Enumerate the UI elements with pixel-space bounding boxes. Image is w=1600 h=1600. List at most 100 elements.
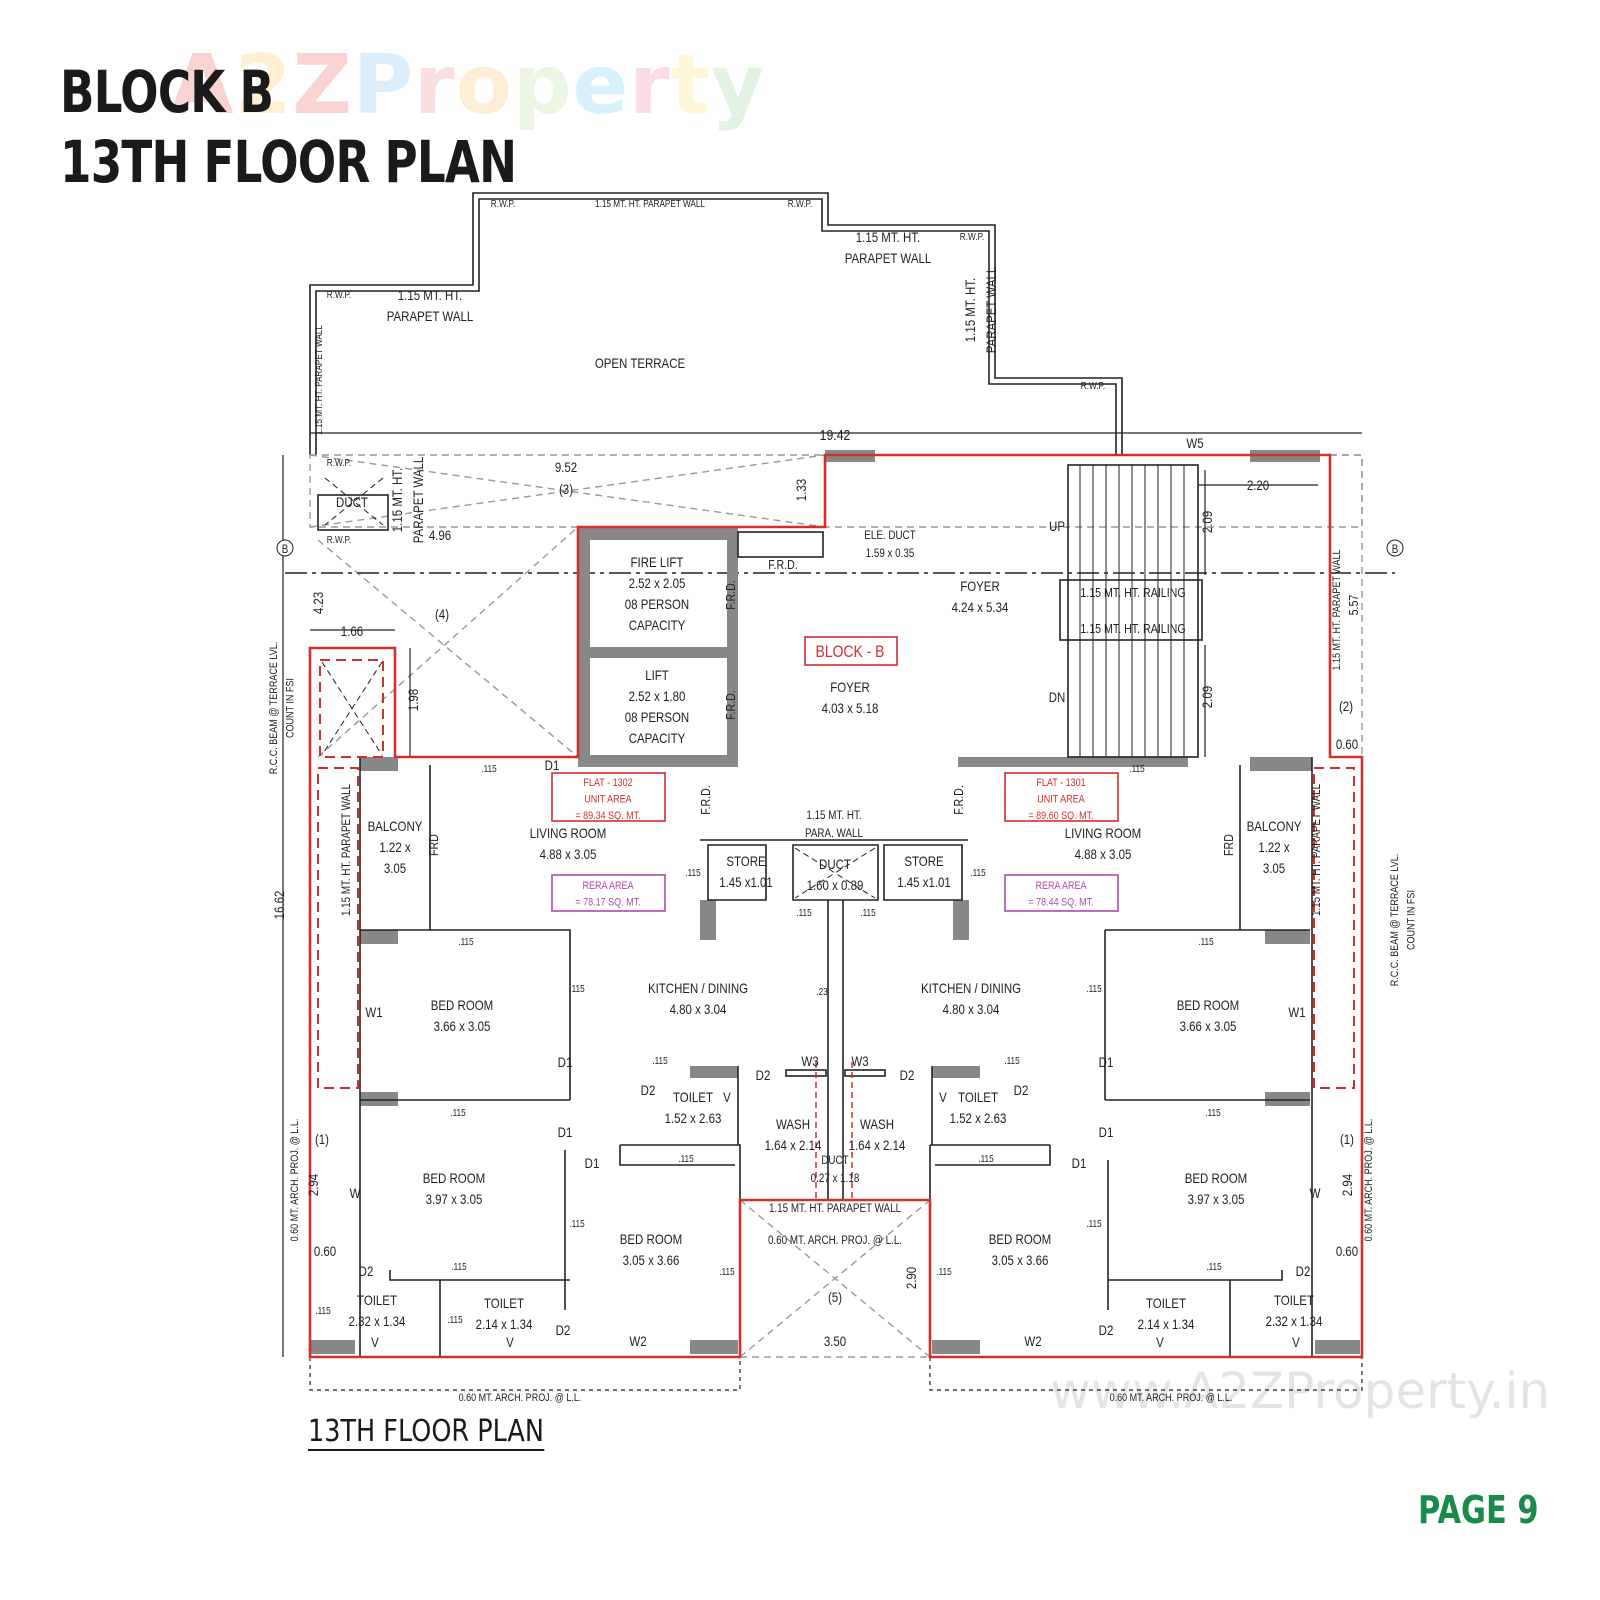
label-line: W2	[629, 1333, 646, 1349]
label-line: F.R.D.	[723, 690, 738, 720]
label-line: (5)	[828, 1289, 842, 1305]
label-rwp1: R.W.P.	[491, 198, 515, 209]
rera-1302-box	[551, 874, 666, 912]
label-line: BED ROOM	[1177, 997, 1239, 1013]
label-line: UNIT AREA	[1037, 794, 1085, 806]
label-d2-c: D2	[641, 1082, 656, 1098]
label-v-f: V	[1292, 1334, 1300, 1350]
label-line: 0.60	[1336, 736, 1358, 752]
label-line: F.R.D.	[698, 785, 713, 815]
rera-1301-box	[1004, 874, 1119, 912]
label-line: 2.20	[1247, 477, 1269, 493]
label-t115-16: .115	[978, 1153, 993, 1164]
label-line: UNIT AREA	[584, 794, 632, 806]
label-bed1-r: BED ROOM 3.66 x 3.05	[1177, 997, 1239, 1034]
label-line: PARAPET WALL	[983, 267, 999, 354]
label-line: 3.05	[1263, 860, 1285, 876]
label-dim-1662: 16.62	[271, 891, 287, 920]
watermark-letter: e	[572, 38, 630, 133]
label-line: .115	[1129, 763, 1144, 774]
label-line: W3	[851, 1053, 868, 1069]
label-zone2: (2)	[1339, 698, 1353, 714]
label-line: 2.32 x 1.34	[1266, 1313, 1323, 1329]
label-line: D2	[1014, 1082, 1029, 1098]
label-line: .115	[569, 1218, 584, 1229]
label-line: 0.27 x 1.18	[811, 1172, 860, 1185]
label-line: .115	[978, 1153, 993, 1164]
label-d2-d: D2	[1014, 1082, 1029, 1098]
label-line: RERA AREA	[1035, 880, 1086, 892]
label-line: 1.15 MT. HT.	[856, 229, 920, 245]
label-line: 2.94	[305, 1174, 321, 1196]
label-line: .115	[458, 936, 473, 947]
label-line: .115	[450, 1107, 465, 1118]
label-line: LIVING ROOM	[530, 825, 607, 841]
label-line: 1.15 MT. HT. PARAPET WALL	[769, 1202, 901, 1215]
label-v-b: V	[939, 1089, 947, 1105]
label-d1-a: D1	[545, 757, 560, 773]
label-line: 4.88 x 3.05	[1075, 846, 1132, 862]
label-rwp5: R.W.P.	[1081, 380, 1105, 391]
label-line: KITCHEN / DINING	[921, 980, 1021, 996]
label-line: = 89.60 SQ. MT.	[1028, 810, 1093, 822]
label-line: .115	[678, 1153, 693, 1164]
interior-walls	[317, 464, 1313, 1357]
label-line: 1.66	[341, 623, 363, 639]
label-line: CAPACITY	[629, 730, 686, 746]
label-line: D1	[558, 1054, 573, 1070]
label-line: 1.15 MT. HT.	[962, 278, 978, 342]
label-t115-9: .115	[569, 983, 584, 994]
label-dn: DN	[1049, 689, 1066, 705]
label-line: 0.60	[1336, 1243, 1358, 1259]
label-line: 0.60 MT. ARCH. PROJ. @ L.L.	[1363, 1119, 1375, 1242]
label-line: 1.15 MT. HT.	[398, 287, 462, 303]
label-parapet-top: 1.15 MT. HT. PARAPET WALL	[595, 198, 705, 209]
label-line: LIFT	[645, 667, 669, 683]
label-line: 0.60 MT. ARCH. PROJ. @ L.L.	[768, 1234, 902, 1247]
label-arch-v-l: 0.60 MT. ARCH. PROJ. @ L.L.	[289, 1119, 301, 1242]
label-line: 1.15 MT. HT. PARAPET WALL	[313, 325, 324, 435]
label-w-r: W	[1310, 1185, 1322, 1201]
label-line: 2.14 x 1.34	[1138, 1316, 1195, 1332]
terrace-parapet	[309, 192, 1123, 455]
label-t115-11: .115	[652, 1055, 667, 1066]
label-line: 3.50	[824, 1333, 846, 1349]
label-frd-l: F.R.D.	[698, 785, 713, 815]
label-line: D2	[556, 1322, 571, 1338]
label-d2-e: D2	[359, 1263, 374, 1279]
label-rera-1302: RERA AREA= 78.17 SQ. MT.	[575, 880, 640, 909]
core-walls	[310, 450, 1360, 1354]
label-line: 2.52 x 1.80	[629, 688, 686, 704]
label-line: 5.57	[1346, 595, 1361, 616]
label-dim-209a: 2.09	[1199, 511, 1215, 533]
label-dim-294-l: 2.94	[305, 1174, 321, 1196]
label-line: 1.22 x	[379, 839, 411, 855]
label-line: R.W.P.	[788, 198, 812, 209]
label-line: V	[371, 1334, 379, 1350]
label-frd-bal-r: FRD	[1221, 834, 1236, 856]
label-t115-3: .115	[685, 867, 700, 878]
label-line: FIRE LIFT	[631, 554, 684, 570]
label-line: 1.52 x 2.63	[950, 1110, 1007, 1126]
label-line: 1.60 x 0.89	[807, 877, 864, 893]
label-line: V	[723, 1089, 731, 1105]
label-dim-209b: 2.09	[1199, 686, 1215, 708]
label-line: 1.98	[405, 689, 421, 711]
watermark-letter: o	[455, 38, 513, 133]
label-line: 3.66 x 3.05	[1180, 1018, 1237, 1034]
label-line: TOILET	[357, 1292, 397, 1308]
label-dim-060-r2: 0.60	[1336, 1243, 1358, 1259]
watermark-letter: r	[414, 38, 456, 133]
label-line: UP	[1049, 518, 1065, 534]
label-line: (1)	[1340, 1131, 1354, 1147]
label-line: W5	[1186, 435, 1203, 451]
